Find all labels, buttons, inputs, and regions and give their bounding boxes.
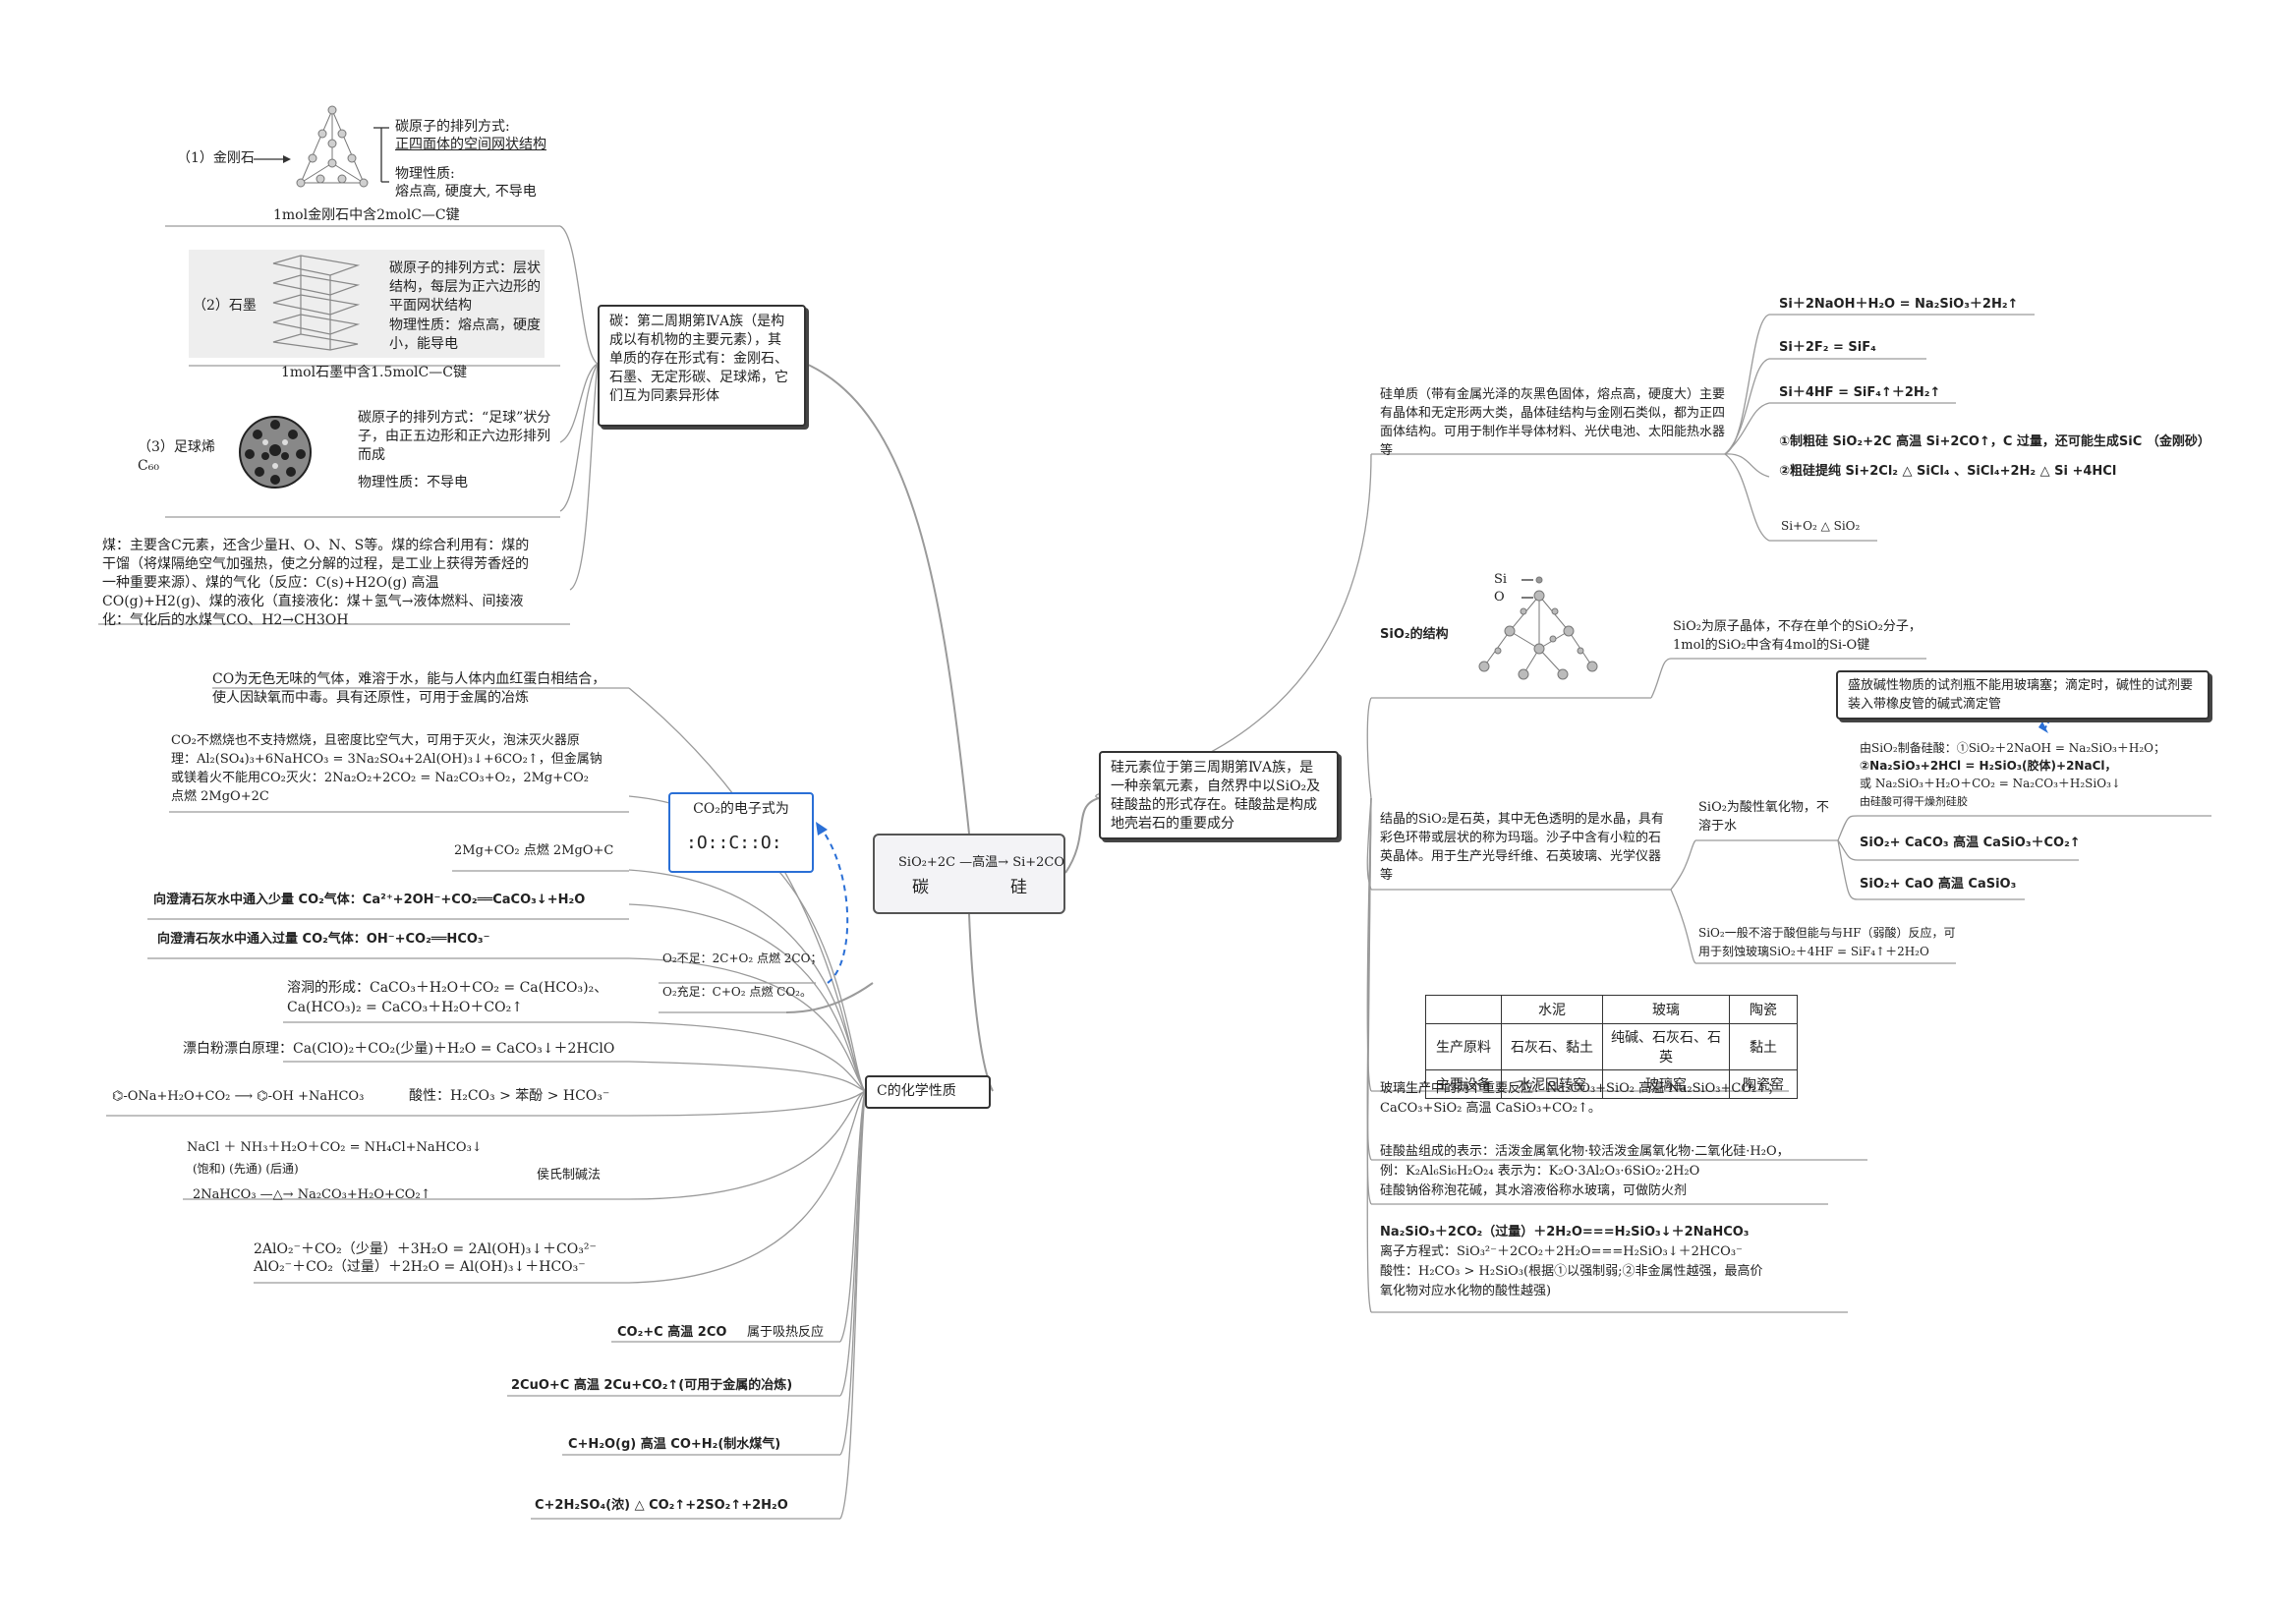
center-silicon: 硅 — [1010, 878, 1027, 897]
table-cell: 玻璃窑 — [1602, 1069, 1730, 1099]
sio2-caco3: SiO₂+ CaCO₃ 高温 CaSiO₃＋CO₂↑ — [1860, 836, 2081, 850]
hou-label: 侯氏制碱法 — [537, 1168, 602, 1182]
carbon-intro-box[interactable]: 碳：第二周期第ⅣA族（是构成以有机物的主要元素），其单质的存在形式有：金刚石、石… — [598, 305, 806, 427]
bottle-note-box[interactable]: 盛放碱性物质的试剂瓶不能用玻璃塞；滴定时，碱性的试剂要装入带橡皮管的碱式滴定管 — [1836, 670, 2210, 720]
hou-notes: (饱和) (先通) (后通) — [193, 1162, 299, 1176]
c-reaction-3: C+H₂O(g) 高温 CO+H₂(制水煤气) — [568, 1437, 781, 1452]
lime-small: 向澄清石灰水中通入少量 CO₂气体：Ca²⁺+2OH⁻+CO₂══CaCO₃↓+… — [153, 893, 586, 907]
table-cell: 纯碱、石灰石、石英 — [1602, 1023, 1730, 1070]
c-reaction-1: CO₂+C 高温 2CO — [617, 1325, 727, 1340]
acidic-oxide: SiO₂为酸性氧化物，不溶于水 — [1698, 800, 1829, 834]
table-header: 陶瓷 — [1729, 995, 1798, 1024]
phenol-reaction: ⌬-ONa+H₂O+CO₂ ⟶ ⌬-OH +NaHCO₃ — [112, 1089, 365, 1104]
mg-reaction: 2Mg+CO₂ 点燃 2MgO+C — [454, 843, 614, 858]
c60-arrangement: 碳原子的排列方式：“足球”状分子，由正五边形和正六边形排列而成 — [358, 410, 551, 463]
graphite-property: 物理性质：熔点高，硬度小，能导电 — [389, 317, 541, 352]
table-row: 生产原料 石灰石、黏土 纯碱、石灰石、石英 黏土 — [1425, 1023, 1798, 1070]
silicate-repr-2: 例：K₂Al₆Si₆H₂O₂₄ 表示为：K₂O·3Al₂O₃·6SiO₂·2H₂… — [1380, 1164, 1700, 1179]
bleach: 漂白粉漂白原理：Ca(ClO)₂＋CO₂(少量)＋H₂O = CaCO₃↓＋2H… — [183, 1041, 615, 1057]
si-purify: ②粗硅提纯 Si+2Cl₂ △ SiCl₄ 、SiCl₄+2H₂ △ Si +4… — [1779, 464, 2117, 479]
graphite-note: 1mol石墨中含1.5molC—C键 — [281, 365, 467, 380]
alo2-excess: AlO₂⁻＋CO₂（过量）＋2H₂O = Al(OH)₃↓＋HCO₃⁻ — [254, 1259, 586, 1275]
center-carbon: 碳 — [912, 878, 929, 897]
si-f2: Si＋2F₂ = SiF₄ — [1779, 340, 1876, 355]
c-reaction-1-note: 属于吸热反应 — [747, 1325, 825, 1340]
legend-si: Si — [1494, 572, 1508, 587]
phenol-acidity: 酸性：H₂CO₃ > 苯酚 > HCO₃⁻ — [409, 1088, 610, 1104]
diamond-property-title: 物理性质: — [395, 166, 455, 182]
silicate-repr-3: 硅酸钠俗称泡花碱，其水溶液俗称水玻璃，可做防火剂 — [1380, 1183, 1688, 1198]
co2-electron-box[interactable]: CO₂的电子式为 :O::C::O: — [668, 792, 814, 873]
o2-less: O₂不足：2C+O₂ 点燃 2CO； — [662, 951, 823, 965]
co2-fire-text: CO₂不燃烧也不支持燃烧，且密度比空气大，可用于灭火，泡沫灭火器原理：Al₂(S… — [171, 733, 603, 804]
sio2-atomic-crystal: SiO₂为原子晶体，不存在单个的SiO₂分子，1mol的SiO₂中含有4mol的… — [1673, 619, 1922, 653]
sio2-structure-icon — [1478, 576, 1598, 680]
silicate-industry-table: 水泥 玻璃 陶瓷 生产原料 石灰石、黏土 纯碱、石灰石、石英 黏土 主要设备 水… — [1425, 995, 1798, 1099]
diamond-label: （1）金刚石 — [177, 150, 255, 166]
co-text: CO为无色无味的气体，难溶于水，能与人体内血红蛋白相结合，使人因缺氧而中毒。具有… — [212, 671, 606, 706]
table-corner — [1425, 995, 1502, 1024]
table-header: 水泥 — [1501, 995, 1603, 1024]
sio2-structure-label: SiO₂的结构 — [1380, 627, 1449, 642]
si-naoh: Si＋2NaOH＋H₂O = Na₂SiO₃＋2H₂↑ — [1779, 297, 2019, 312]
na2sio3-ionic: 离子方程式：SiO₃²⁻＋2CO₂＋2H₂O===H₂SiO₃↓＋2HCO₃⁻ — [1380, 1244, 1743, 1259]
quartz-text: 结晶的SiO₂是石英，其中无色透明的是水晶，具有彩色环带或层状的称为玛瑙。沙子中… — [1380, 812, 1664, 883]
table-cell: 陶瓷窑 — [1729, 1069, 1798, 1099]
table-cell: 黏土 — [1729, 1023, 1798, 1070]
silicic-prep-1: 由SiO₂制备硅酸：①SiO₂＋2NaOH = Na₂SiO₃＋H₂O； — [1860, 741, 2165, 755]
c-reaction-4: C+2H₂SO₄(浓) △ CO₂↑+2SO₂↑+2H₂O — [535, 1498, 788, 1513]
c60-property: 物理性质：不导电 — [358, 475, 468, 490]
legend-o: O — [1494, 590, 1505, 605]
table-cell: 石灰石、黏土 — [1501, 1023, 1603, 1070]
acidity-compare: 酸性：H₂CO₃ > H₂SiO₃(根据①以强制弱;②非金属性越强，最高价 — [1380, 1264, 1763, 1279]
table-cell: 主要设备 — [1425, 1069, 1502, 1099]
center-equation: SiO₂+2C —高温→ Si+2CO — [898, 855, 1065, 870]
hou-step-2: 2NaHCO₃ —△→ Na₂CO₃+H₂O+CO₂↑ — [193, 1187, 431, 1202]
hou-step-1: NaCl ＋ NH₃＋H₂O＋CO₂ = NH₄Cl+NaHCO₃↓ — [187, 1140, 483, 1155]
c60-label: （3）足球烯 C₆₀ — [138, 439, 215, 474]
cave-1: 溶洞的形成：CaCO₃＋H₂O＋CO₂ = Ca(HCO₃)₂、 — [287, 980, 608, 996]
na2sio3-reaction: Na₂SiO₃＋2CO₂（过量）＋2H₂O===H₂SiO₃↓＋2NaHCO₃ — [1380, 1225, 1750, 1239]
silicic-prep-3: 或 Na₂SiO₃＋H₂O＋CO₂ = Na₂CO₃＋H₂SiO₃↓ — [1860, 777, 2121, 790]
si-hf: Si＋4HF = SiF₄↑＋2H₂↑ — [1779, 385, 1941, 400]
diamond-property: 熔点高, 硬度大, 不导电 — [395, 184, 537, 200]
o2-enough: O₂充足：C+O₂ 点燃 CO₂。 — [662, 985, 812, 999]
diamond-note: 1mol金刚石中含2molC—C键 — [273, 207, 460, 223]
lime-excess: 向澄清石灰水中通入过量 CO₂气体：OH⁻+CO₂══HCO₃⁻ — [157, 932, 490, 947]
graphite-arrangement: 碳原子的排列方式：层状结构，每层为正六边形的平面网状结构 — [389, 260, 541, 314]
coal-text: 煤：主要含C元素，还含少量H、O、N、S等。煤的综合利用有：煤的干馏（将煤隔绝空… — [102, 538, 530, 628]
table-cell: 水泥回转窑 — [1501, 1069, 1603, 1099]
table-row: 水泥 玻璃 陶瓷 — [1425, 995, 1798, 1024]
center-node[interactable]: SiO₂+2C —高温→ Si+2CO 碳 硅 — [873, 834, 1065, 914]
glass-reaction-2: CaCO₃+SiO₂ 高温 CaSiO₃+CO₂↑。 — [1380, 1101, 1601, 1116]
table-cell: 生产原料 — [1425, 1023, 1502, 1070]
si-o2: Si+O₂ △ SiO₂ — [1781, 519, 1861, 533]
cave-2: Ca(HCO₃)₂ = CaCO₃＋H₂O＋CO₂↑ — [287, 1000, 523, 1015]
sio2-cao: SiO₂+ CaO 高温 CaSiO₃ — [1860, 877, 2017, 892]
acidity-compare-2: 氧化物对应水化物的酸性越强) — [1380, 1284, 1552, 1298]
table-row: 主要设备 水泥回转窑 玻璃窑 陶瓷窑 — [1425, 1069, 1798, 1099]
graphite-structure-icon — [272, 255, 360, 351]
diamond-structure-icon — [296, 105, 369, 188]
diamond-arrangement-title: 碳原子的排列方式: — [395, 119, 510, 135]
si-description: 硅单质（带有金属光泽的灰黑色固体，熔点高，硬度大）主要有晶体和无定形两大类，晶体… — [1380, 387, 1726, 458]
sio2-hf: SiO₂一般不溶于酸但能与与HF（弱酸）反应，可用于刻蚀玻璃SiO₂＋4HF =… — [1698, 926, 1956, 958]
silicon-intro-box[interactable]: 硅元素位于第三周期第ⅣA族，是一种亲氧元素，自然界中以SiO₂及硅酸盐的形式存在… — [1099, 751, 1339, 839]
table-header: 玻璃 — [1602, 995, 1730, 1024]
c60-structure-icon — [239, 416, 312, 489]
diamond-arrangement: 正四面体的空间网状结构 — [395, 137, 546, 152]
co2-electron-formula: :O::C::O: — [686, 833, 782, 853]
silicate-repr-1: 硅酸盐组成的表示：活泼金属氧化物·较活泼金属氧化物·二氧化硅·H₂O， — [1380, 1144, 1790, 1159]
glass-reaction-1: 玻璃生产中的两个重要反应：Na₂CO₃+SiO₂ 高温 Na₂SiO₃+CO₂↑… — [1380, 1081, 1781, 1096]
c-chemistry-title[interactable]: C的化学性质 — [865, 1075, 991, 1109]
c-reaction-2: 2CuO+C 高温 2Cu+CO₂↑(可用于金属的冶炼) — [511, 1378, 793, 1393]
graphite-panel — [189, 250, 545, 358]
graphite-label: （2）石墨 — [193, 298, 257, 314]
alo2-small: 2AlO₂⁻＋CO₂（少量）＋3H₂O = 2Al(OH)₃↓＋CO₃²⁻ — [254, 1241, 597, 1257]
silicic-prep-2: ②Na₂SiO₃+2HCl = H₂SiO₃(胶体)+2NaCl， — [1860, 759, 2117, 773]
co2-electron-title: CO₂的电子式为 — [693, 801, 789, 817]
si-crude: ①制粗硅 SiO₂+2C 高温 Si+2CO↑，C 过量，还可能生成SiC （金… — [1779, 434, 2210, 449]
silicic-prep-4: 由硅酸可得干燥剂硅胶 — [1860, 795, 1968, 808]
